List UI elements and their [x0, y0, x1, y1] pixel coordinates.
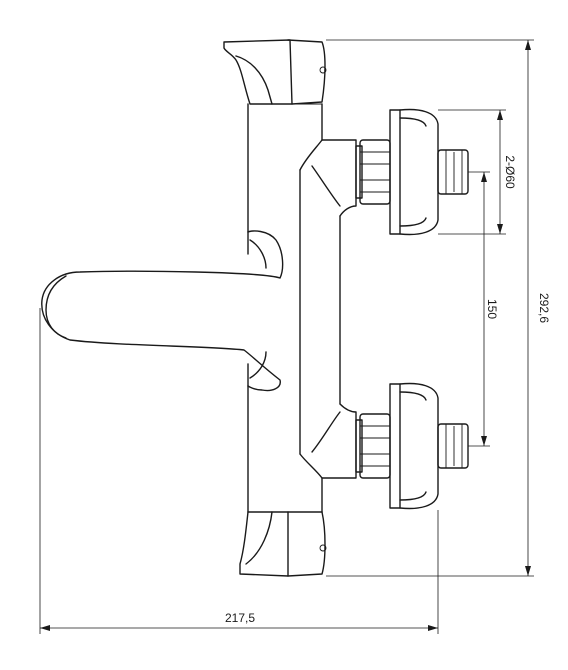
dimension-total-width: 217,5 — [39, 308, 439, 634]
spout — [41, 230, 284, 392]
dimension-label-diameter: 2-Ø60 — [503, 155, 517, 189]
dimension-total-height: 292,6 — [326, 39, 551, 577]
bottom-handle — [239, 511, 327, 577]
valve-body — [247, 103, 357, 513]
dimension-label-spacing: 150 — [485, 299, 499, 319]
dimension-label-total-height: 292,6 — [537, 293, 551, 323]
dimension-escutcheon-diameter: 2-Ø60 — [438, 109, 517, 235]
dimension-inlet-spacing: 150 — [468, 171, 499, 447]
dimension-label-total-width: 217,5 — [225, 611, 255, 625]
top-handle — [223, 39, 327, 105]
bottom-inlet-connector — [355, 382, 469, 510]
top-inlet-connector — [355, 108, 469, 236]
